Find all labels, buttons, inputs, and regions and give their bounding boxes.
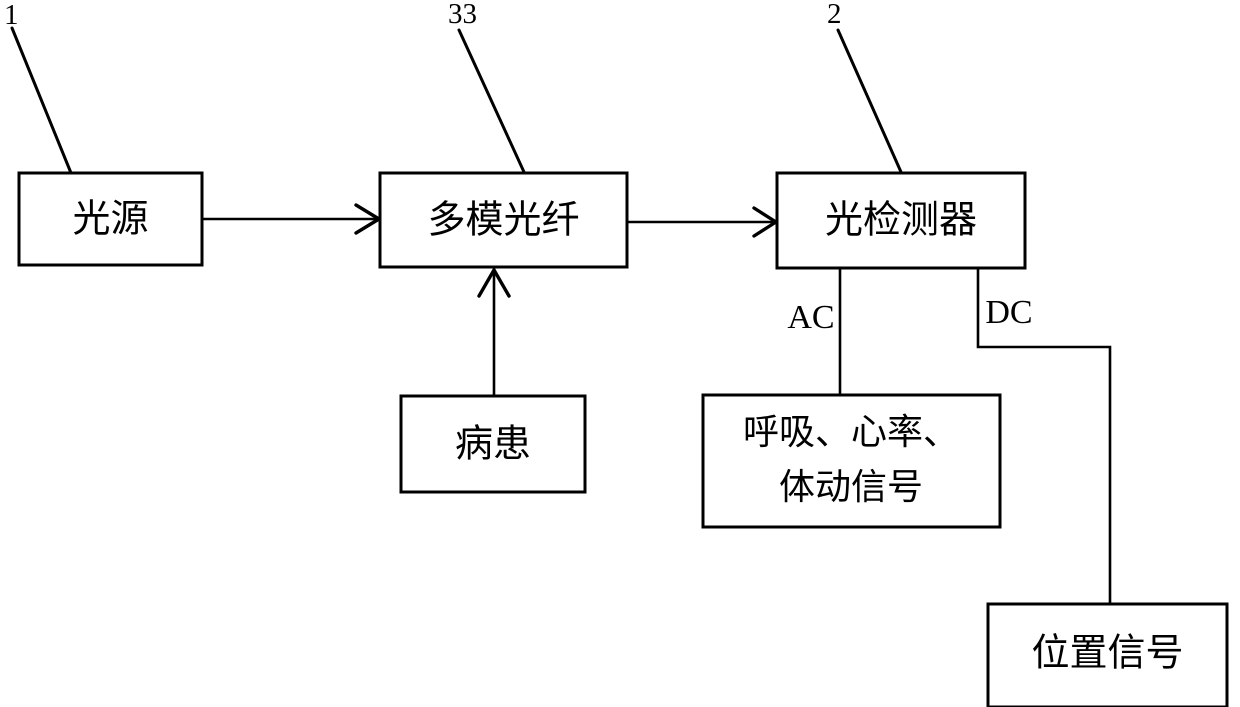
block-vital-signals-rect bbox=[701, 393, 1002, 529]
leader-line-2 bbox=[836, 28, 903, 174]
block-position-signal-rect bbox=[986, 602, 1229, 707]
block-patient-label: 病患 bbox=[455, 422, 531, 466]
block-vital-signals[interactable]: 呼吸、心率、 体动信号 bbox=[701, 393, 1002, 529]
signal-label-ac: AC bbox=[787, 299, 834, 336]
block-photodetector-label: 光检测器 bbox=[825, 198, 977, 242]
block-photodetector[interactable]: 光检测器 bbox=[775, 171, 1027, 270]
block-photodetector-rect bbox=[775, 171, 1027, 270]
block-multimode-fiber[interactable]: 多模光纤 bbox=[378, 171, 629, 269]
block-multimode-fiber-label: 多模光纤 bbox=[427, 198, 579, 242]
block-position-signal[interactable]: 位置信号 bbox=[986, 602, 1229, 707]
arrowhead-patient-to-fiber bbox=[477, 268, 511, 298]
block-multimode-fiber-rect bbox=[378, 171, 629, 269]
reference-number-2: 2 bbox=[827, 0, 842, 30]
block-patient[interactable]: 病患 bbox=[399, 394, 587, 494]
connector-dc-branch bbox=[976, 266, 1112, 606]
signal-label-dc: DC bbox=[985, 294, 1032, 331]
block-light-source-label: 光源 bbox=[72, 197, 148, 241]
leader-line-33 bbox=[457, 28, 526, 174]
block-light-source[interactable]: 光源 bbox=[17, 171, 204, 267]
block-light-source-rect bbox=[17, 171, 204, 267]
block-patient-rect bbox=[399, 394, 587, 494]
block-vital-signals-label-line1: 呼吸、心率、 bbox=[743, 412, 959, 453]
block-vital-signals-label-line2: 体动信号 bbox=[779, 467, 923, 508]
leader-line-1 bbox=[10, 26, 73, 175]
reference-number-1: 1 bbox=[4, 0, 19, 31]
reference-number-33: 33 bbox=[448, 0, 477, 30]
block-position-signal-label: 位置信号 bbox=[1031, 631, 1183, 675]
